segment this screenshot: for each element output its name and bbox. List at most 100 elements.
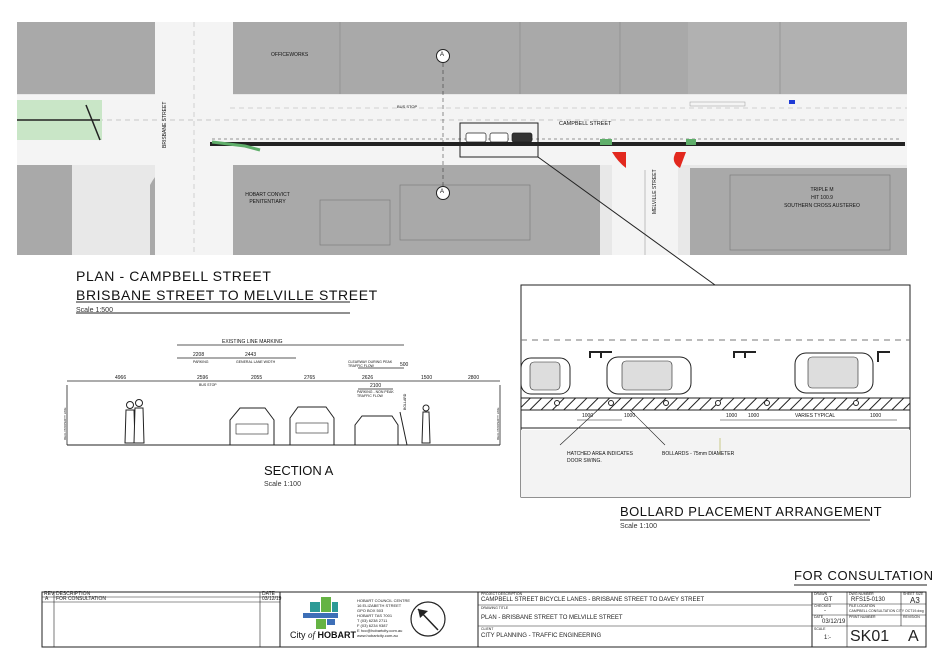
tb-drawing-title-label: DRAWING TITLE (481, 606, 509, 610)
label-hobart-convict-1: HOBART CONVICT (245, 192, 290, 198)
bollard-scale: Scale 1:100 (620, 523, 657, 530)
bollard-dim-1: 1000 (582, 413, 594, 419)
section-dim-500: 500 (400, 362, 409, 368)
bollard-diameter-note: BOLLARDS - 75mm DIAMETER (662, 451, 735, 457)
section-marker-south (436, 186, 450, 200)
section-dim-2100: 2100 (370, 383, 382, 389)
section-dim-2055: 2055 (251, 375, 263, 381)
section-dim-2443-sub: GENERAL LANE WIDTH (236, 360, 276, 364)
section-marker-label-south: A (440, 189, 445, 195)
bollard-row (554, 400, 859, 406)
car-parked (354, 411, 408, 446)
tb-sheet-size-label: SHEET SIZE (903, 592, 924, 596)
logo-wordmark: City of HOBART (290, 630, 356, 640)
tb-scale: 1:- (824, 635, 832, 641)
plan-title-line1: PLAN - CAMPBELL STREET (76, 268, 272, 284)
tb-rev-header: REV (44, 591, 55, 597)
tb-checked-label: CHECKED (814, 604, 832, 608)
building-penitentiary (150, 160, 600, 255)
section-dim-2626: 2626 (362, 375, 374, 381)
tb-scale-label: SCALE (814, 627, 826, 631)
car-rear-1 (229, 407, 275, 446)
section-a-view (66, 344, 501, 446)
tb-sheet-size: A3 (910, 596, 920, 605)
tb-drawn-label: DRAWN (814, 592, 828, 596)
tb-rev-value: A (45, 596, 49, 602)
bollard-varies-typical: VARIES TYPICAL (795, 413, 836, 419)
section-clearway-note: CLEARWAY DURING PEAK TRAFFIC FLOW (348, 360, 393, 368)
label-triple-m-1: TRIPLE M (810, 187, 834, 193)
section-title: SECTION A (264, 463, 334, 478)
tb-project-desc-label: PROJECT DESCRIPTION (481, 592, 523, 596)
cyclist-figure (421, 404, 431, 444)
title-block-frame (41, 591, 927, 648)
tb-council-line-1: HOBART COUNCIL CENTRE (357, 598, 411, 603)
logo-hobart: HOBART (317, 630, 357, 640)
north-arrow-icon (410, 601, 446, 637)
tb-council-line-2: 16 ELIZABETH STREET (357, 603, 402, 608)
tb-council-line-7: E hcc@hobartcity.com.au (357, 628, 403, 633)
bollard-dim-3: 1000 (726, 413, 738, 419)
tb-council-line-3: GPO BOX 503 (357, 608, 384, 613)
building-block (17, 165, 72, 255)
label-campbell-street: CAMPBELL STREET (559, 121, 612, 127)
label-bus-stop-plan: BUS STOP (397, 104, 418, 109)
tb-client-label: CLIENT (481, 627, 494, 631)
tb-revision-label: REVISION (903, 615, 920, 619)
tb-date-value: 03/12/19 (262, 596, 282, 602)
section-dim-2765: 2765 (304, 375, 316, 381)
tb-dwg-number: RFS15-0130 (851, 597, 886, 603)
section-left-line: REAL PROPERTY LINE (63, 407, 67, 440)
tb-checked: - (824, 608, 826, 614)
section-dim-2208-sub: PARKING (193, 360, 209, 364)
section-dim-2800: 2800 (468, 375, 480, 381)
car-plan-2 (606, 356, 692, 395)
tb-desc-header: DESCRIPTION (56, 591, 91, 597)
bollard-hatched-note-2: DOOR SWING. (567, 458, 602, 464)
label-brisbane-street: BRISBANE STREET (162, 101, 168, 148)
section-bus-stop: BUS STOP (199, 383, 217, 387)
section-marker-north (436, 49, 450, 63)
car-rear-2 (289, 406, 335, 446)
tb-print-number-label: PRINT NUMBER (849, 615, 876, 619)
for-consultation-stamp: FOR CONSULTATION (794, 568, 934, 583)
section-dim-4966: 4966 (115, 375, 127, 381)
section-parking-note: PARKING - NON PEAK TRAFFIC FLOW (357, 390, 394, 398)
label-triple-m-3: SOUTHERN CROSS AUSTEREO (784, 203, 860, 209)
pedestrians-figure (124, 399, 145, 444)
bollard-dim-2: 1000 (624, 413, 636, 419)
building-block (17, 22, 155, 94)
section-marker-label-north: A (440, 52, 445, 58)
plan-title-line2: BRISBANE STREET TO MELVILLE STREET (76, 287, 378, 303)
section-dim-2443: 2443 (245, 352, 257, 358)
label-melville-street: MELVILLE STREET (652, 169, 658, 214)
tb-client: CITY PLANNING - TRAFFIC ENGINEERING (481, 633, 602, 639)
tb-council-line-5: T (03) 6238 2711 (357, 618, 388, 623)
section-dim-2208: 2208 (193, 352, 205, 358)
tb-council-line-4: HOBART TAS 7001 (357, 613, 393, 618)
tb-date: 03/12/19 (822, 619, 846, 625)
tb-drawn: GT (824, 597, 833, 603)
tb-project-desc: CAMPBELL STREET BICYCLE LANES - BRISBANE… (481, 597, 705, 603)
section-bollard-note: BOLLARD (403, 393, 407, 410)
tb-dwg-number-label: DWG NUMBER (849, 592, 874, 596)
city-of-hobart-logo (303, 597, 338, 629)
building-triple-m (690, 168, 907, 255)
building-block (688, 22, 907, 94)
plan-view (17, 22, 907, 286)
tb-drawing-title: PLAN - BRISBANE STREET TO MELVILLE STREE… (481, 615, 623, 621)
section-existing-line-marking: EXISTING LINE MARKING (222, 339, 283, 345)
section-dim-2596: 2596 (197, 375, 209, 381)
car-plan-3 (794, 352, 874, 394)
building-officeworks (233, 22, 688, 94)
section-dim-1500: 1500 (421, 375, 433, 381)
tb-council-line-8: www.hobartcity.com.au (357, 633, 398, 638)
tb-date-label: DATE (814, 615, 824, 619)
tb-file-location: CAMPBELL CONSULTATION CITY OCT19.dwg (849, 609, 924, 613)
label-triple-m-2: HIT 100.9 (811, 195, 833, 201)
tb-date-header: DATE (262, 591, 275, 597)
car-plan-1 (520, 357, 571, 395)
tb-print-number: SK01 (850, 628, 890, 645)
bollard-detail-view (520, 284, 911, 498)
